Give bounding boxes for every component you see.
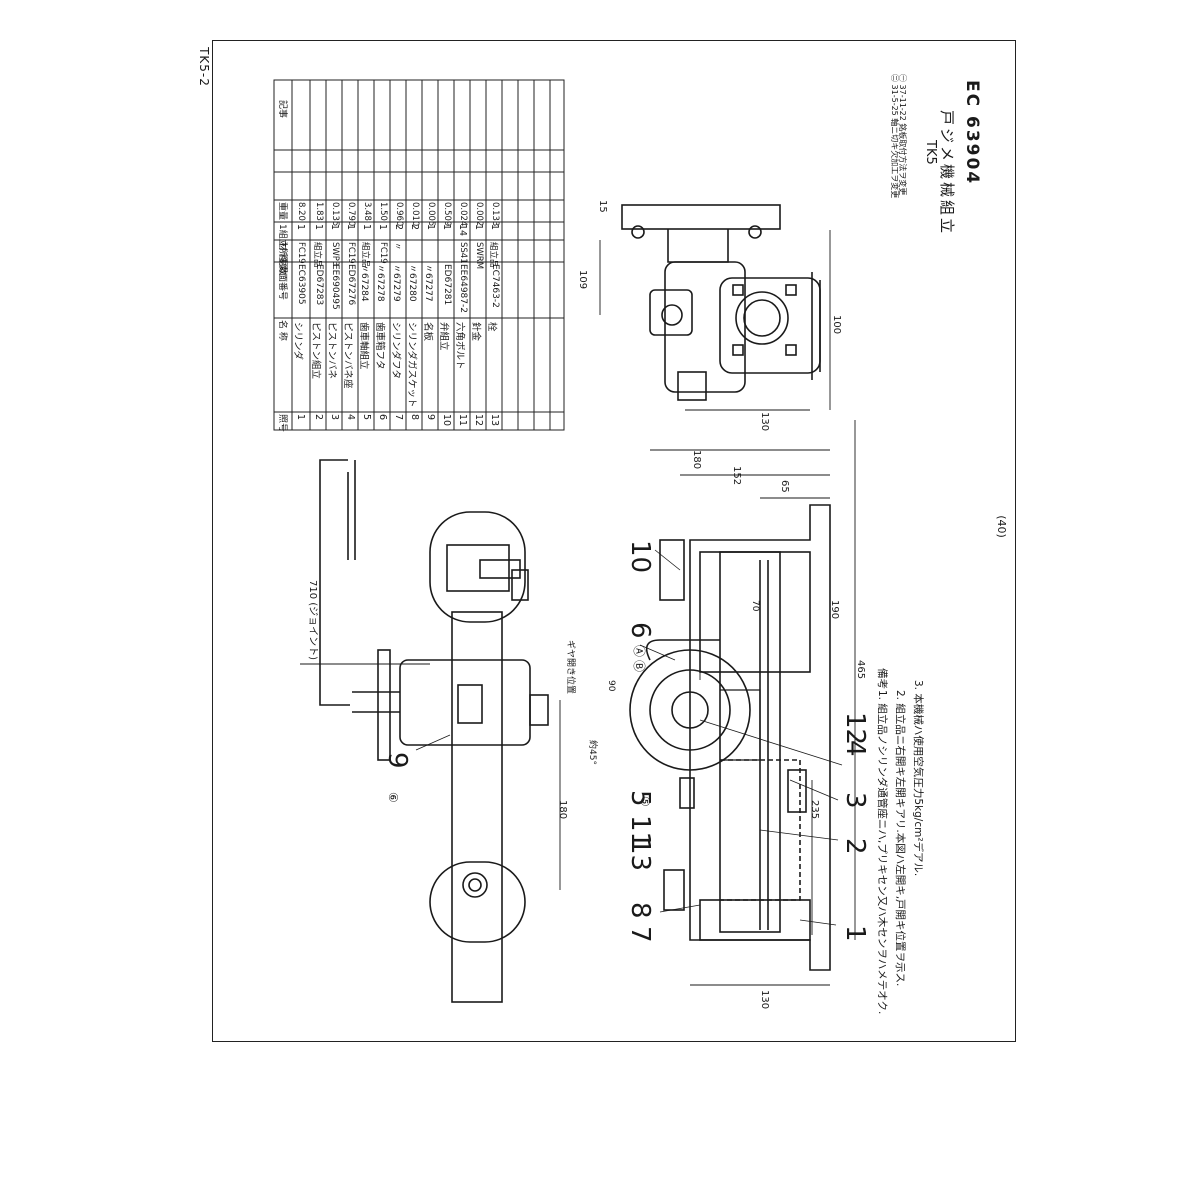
callout-6-circle: ⑥ [386, 792, 400, 803]
callout-8: 8 [625, 902, 655, 919]
dimension-152: 152 [731, 466, 742, 486]
callout-5-circle: ⑤ [638, 796, 652, 807]
end-view [621, 204, 821, 401]
dimension-90: 90 [606, 680, 616, 692]
dimension-65: 65 [779, 480, 790, 493]
callout-9: 9 [382, 752, 412, 769]
callout-a: Ⓐ [632, 645, 646, 658]
dimension-130-end: 130 [759, 412, 770, 432]
callout-b: Ⓑ [632, 660, 646, 673]
callout-7: 7 [625, 926, 655, 943]
dimension-15: 15 [597, 200, 608, 213]
dimension-100: 100 [831, 315, 842, 335]
dimension-angle-45: 約45° [587, 740, 597, 765]
section-view [629, 504, 831, 971]
callout-10: 10 [625, 540, 655, 574]
plan-view [319, 459, 549, 1003]
dimension-lines [300, 230, 856, 986]
dimension-130: 130 [759, 990, 770, 1010]
callout-12: 12 [840, 712, 870, 746]
dimension-190: 190 [829, 600, 840, 620]
dimension-70: 70 [750, 600, 760, 612]
callout-3: 3 [840, 792, 870, 809]
dimension-109: 109 [577, 270, 588, 290]
callout-6: 6 [625, 622, 655, 639]
dimension-180: 180 [557, 800, 568, 820]
dimension-235: 235 [809, 800, 820, 820]
callout-1: 1 [840, 925, 870, 942]
callout-13: 13 [625, 838, 655, 872]
dimension-180-top: 180 [691, 450, 702, 470]
dimension-710: 710 (ジョイント) [307, 580, 318, 661]
dimension-465: 465 [855, 660, 866, 680]
callout-2: 2 [840, 838, 870, 855]
drawing-frame [212, 40, 1016, 1042]
gear-position-note: ギヤ開き位置 [565, 640, 575, 695]
leader-lines [415, 549, 843, 926]
